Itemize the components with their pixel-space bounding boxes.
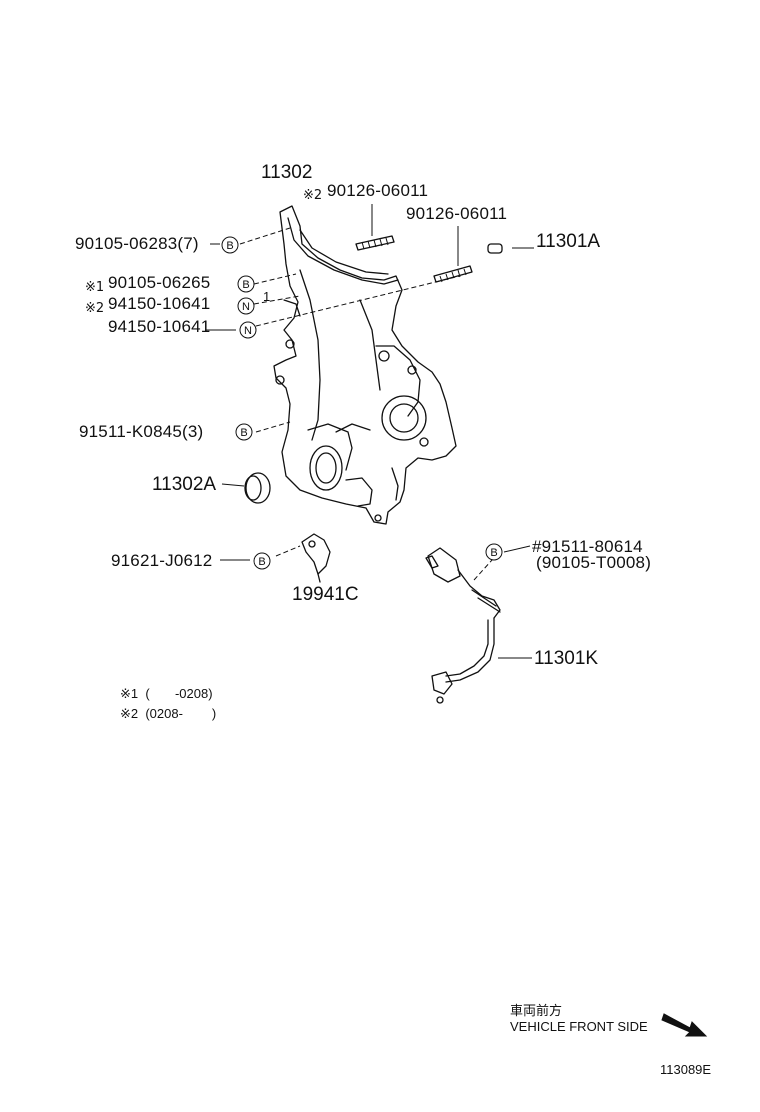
label-timing-cover[interactable]: 11302 [261,162,312,183]
cap-drawing [487,243,534,254]
oil-seal-drawing [221,472,271,504]
badge-bolt-3: B [235,423,253,441]
front-arrow-icon [661,1013,708,1037]
crank-sensor-drawing [425,547,532,704]
leader-lines [206,227,531,561]
label-bracket-bolt[interactable]: 91621-J0612 [111,551,212,570]
label-oil-seal[interactable]: 11302A [152,474,216,495]
badge-bracket-bolt: B [253,552,271,570]
mark-sup-1: 1 [263,289,270,304]
badge-nut: N [239,321,257,339]
timing-cover-drawing [273,205,457,525]
front-side-en: VEHICLE FRONT SIDE [510,1019,648,1034]
badge-bolt-7: B [221,236,239,254]
svg-text:B: B [258,556,265,568]
label-cap[interactable]: 11301A [536,231,600,252]
mark-1-bolt: ※1 [85,280,104,295]
svg-text:B: B [242,279,249,291]
label-sensor-bracket[interactable]: 19941C [292,584,359,605]
front-side-jp: 車両前方 [510,1003,562,1019]
svg-text:N: N [242,301,250,313]
svg-text:B: B [226,240,233,252]
label-sensor-bolt-a[interactable]: #91511-80614 [532,537,643,556]
svg-text:N: N [244,325,252,337]
label-crank-sensor[interactable]: 11301K [534,648,598,669]
svg-text:B: B [240,427,247,439]
label-bolt-7[interactable]: 90105-06283(7) [75,234,199,253]
badge-bolt-1: B [237,275,255,293]
stud-upper-drawing [355,204,395,251]
label-stud-1[interactable]: 90126-06011 [327,181,428,200]
label-stud-2[interactable]: 90126-06011 [406,204,507,223]
mark-2-nut: ※2 [85,301,104,316]
mark-2-stud: ※2 [303,188,322,203]
note-mark-1-range: ※1 ( -0208) [120,686,213,701]
svg-text:B: B [490,547,497,559]
diagram-id: 113089E [660,1062,711,1077]
stud-lower-drawing [433,226,473,283]
sensor-bracket-drawing [275,533,331,583]
badge-sensor-bolt: B [485,543,503,561]
label-bolt-3[interactable]: 91511-K0845(3) [79,422,203,441]
label-bolt-1[interactable]: 90105-06265 [108,273,210,292]
note-mark-2-range: ※2 (0208- ) [120,706,216,721]
badge-nut-2: N [237,297,255,315]
label-nut[interactable]: 94150-10641 [108,317,210,336]
label-nut-2[interactable]: 94150-10641 [108,294,210,313]
label-sensor-bolt-b[interactable]: (90105-T0008) [536,553,651,572]
